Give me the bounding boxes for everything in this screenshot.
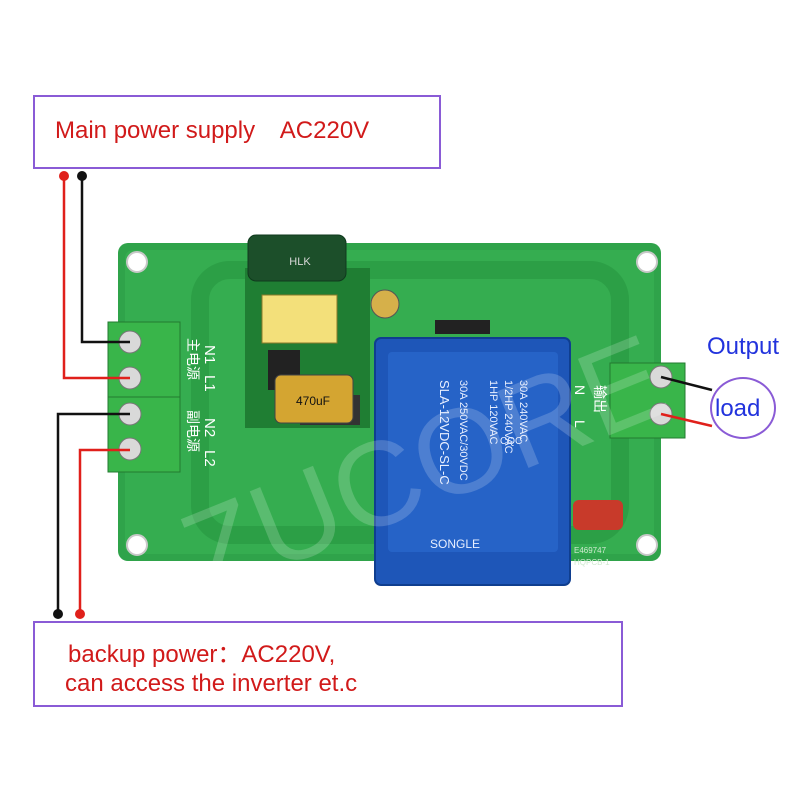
x-capacitor <box>573 500 623 530</box>
wire-main-red <box>62 180 130 380</box>
part-code: E469747 <box>574 546 607 555</box>
load-circle <box>710 377 776 439</box>
backup-power-line2: can access the inverter et.c <box>65 670 358 697</box>
label-cn-backup: 副电源 <box>185 410 201 452</box>
load-label: load <box>715 395 761 422</box>
wire-end-backup-black <box>53 609 63 619</box>
transformer <box>261 294 338 344</box>
wire-backup-black <box>56 412 130 612</box>
relay-text-1: 30A 240VAC <box>517 380 529 442</box>
label-cn-main: 主电源 <box>185 338 201 380</box>
mount-hole-bl <box>126 534 148 556</box>
wire-backup-red <box>78 448 130 612</box>
label-out-n: N <box>572 385 588 395</box>
mount-hole-tl <box>126 251 148 273</box>
relay-text-3: 1HP 120VAC <box>487 380 499 444</box>
capacitor-label: 470uF <box>296 394 330 408</box>
main-power-box <box>33 95 441 169</box>
label-l2: L2 <box>201 450 218 467</box>
pcb-code: HQPCB-1 <box>574 558 610 567</box>
terminal-block-backup <box>107 396 181 473</box>
main-power-text: Main power supply <box>55 117 256 144</box>
relay-cqc: CQC <box>500 436 522 447</box>
terminal-block-main <box>107 321 181 398</box>
wire-end-main-black <box>77 171 87 181</box>
capacitor-top <box>247 234 347 282</box>
relay-model: SLA-12VDC-SL-C <box>437 380 452 485</box>
wire-output-red <box>660 412 713 428</box>
relay-text-2: 1/2HP 240VAC <box>502 380 514 454</box>
label-l1: L1 <box>201 375 218 392</box>
label-out-cn: 输出 <box>592 385 608 413</box>
module-text: HLK <box>289 256 311 268</box>
small-capacitor <box>370 289 400 319</box>
wire-output-black <box>660 375 713 392</box>
backup-power-box <box>33 621 623 707</box>
wire-end-main-red <box>59 171 69 181</box>
capacitor-470 <box>274 374 354 424</box>
diode <box>435 320 490 334</box>
label-n1: N1 <box>201 345 218 364</box>
main-power-label: Main power supply AC220V <box>55 117 369 145</box>
relay-brand: SONGLE <box>430 537 480 551</box>
terminal-block-output <box>609 362 686 439</box>
output-label: Output <box>707 333 780 360</box>
relay-text-4: 30A 250VAC/30VDC <box>457 380 469 481</box>
backup-power-line1: backup power：AC220V, <box>68 641 336 668</box>
relay-face <box>388 352 558 552</box>
label-out-l: L <box>572 420 588 428</box>
main-power-voltage: AC220V <box>279 117 370 144</box>
wire-main-black <box>80 180 130 344</box>
mount-hole-br <box>636 534 658 556</box>
mount-hole-tr <box>636 251 658 273</box>
wire-end-backup-red <box>75 609 85 619</box>
label-n2: N2 <box>201 418 218 437</box>
